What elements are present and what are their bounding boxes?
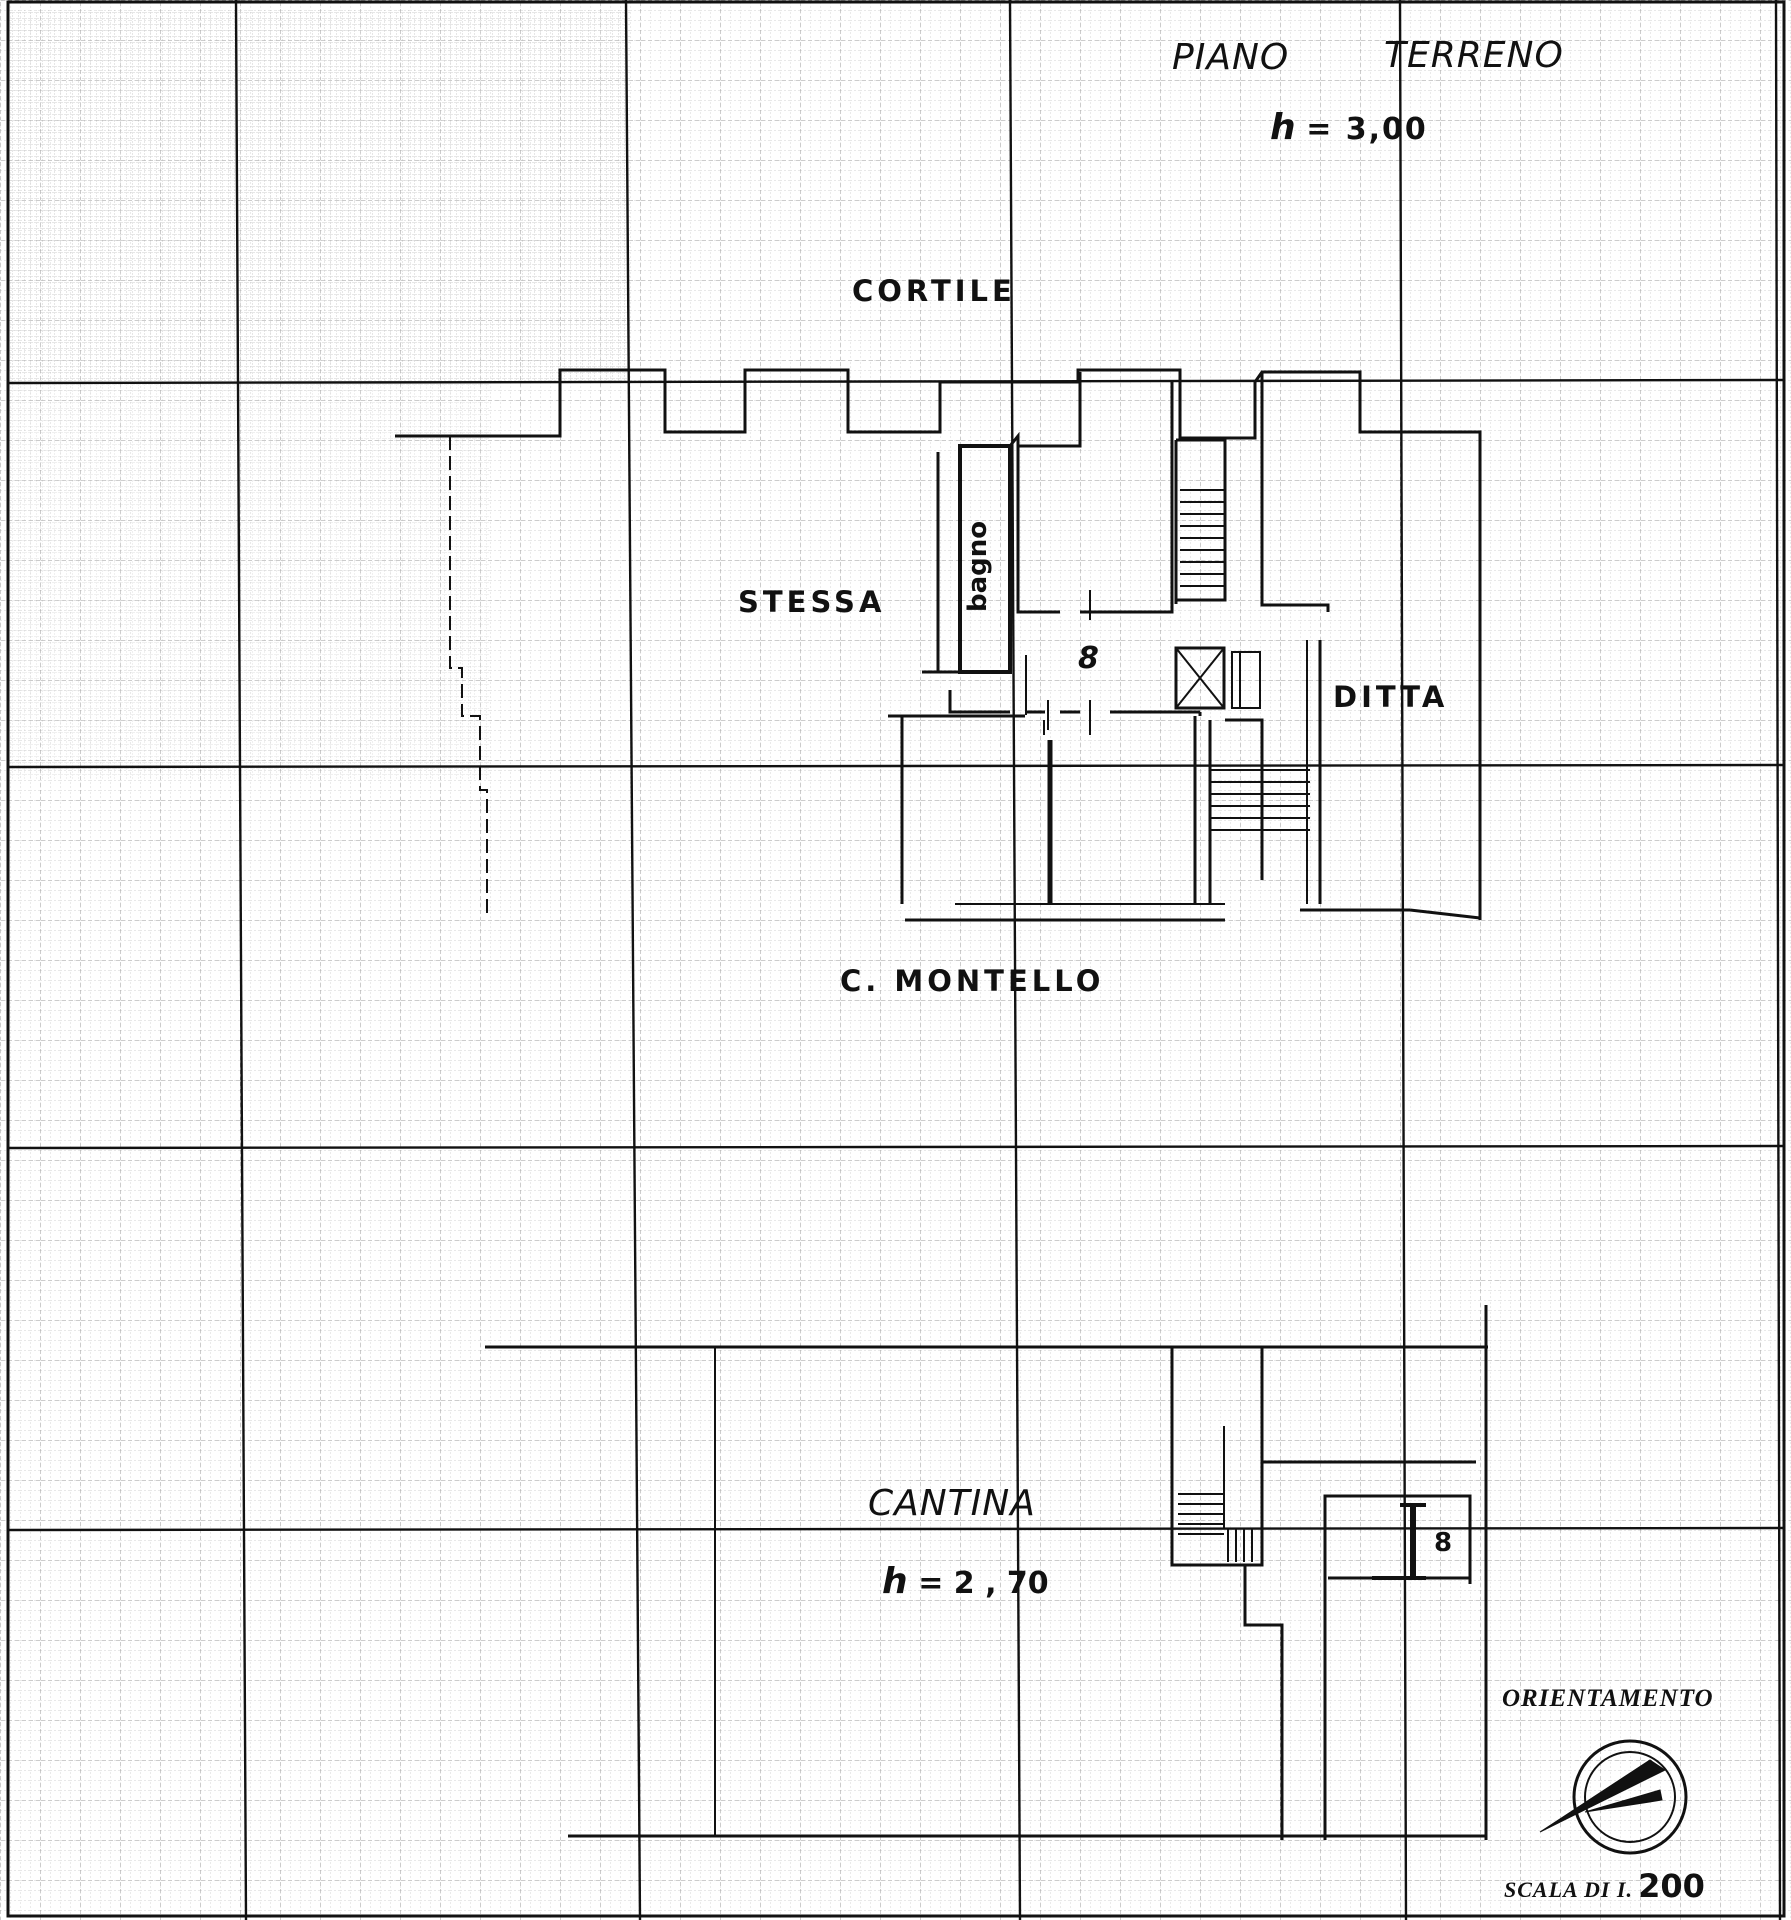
floor-height-symbol: h <box>1270 107 1297 148</box>
cellar-title: CANTINA <box>868 1483 1036 1524</box>
cellar-height-label: h = 2 , 70 <box>882 1564 1049 1600</box>
right-neighbor-label: DITTA <box>1333 680 1449 714</box>
courtyard-label: CORTILE <box>852 274 1016 308</box>
cellar-plan <box>485 1305 1488 1840</box>
compass-icon <box>1539 1739 1688 1855</box>
cellar-unit-number: 8 <box>1434 1528 1453 1558</box>
orientation-label: ORIENTAMENTO <box>1502 1685 1714 1712</box>
major-grid-lines <box>6 0 1786 1920</box>
floor-title-word1: PIANO <box>1172 37 1290 78</box>
ground-unit-number: 8 <box>1078 641 1100 676</box>
floor-height-value: = 3,00 <box>1306 112 1428 147</box>
street-label: C. MONTELLO <box>840 964 1105 998</box>
cellar-stairs <box>1178 1426 1253 1562</box>
bathroom-label: bagno <box>963 520 993 612</box>
ground-floor-plan <box>395 368 1482 922</box>
cellar-height-symbol: h <box>882 1561 909 1602</box>
ground-floor-stairs <box>1180 489 1310 831</box>
floor-height-label: h = 3,00 <box>1270 110 1428 146</box>
left-neighbor-label: STESSA <box>738 585 886 619</box>
scale-label: SCALA DI I. 200 <box>1504 1870 1705 1902</box>
scale-value: 200 <box>1638 1867 1705 1905</box>
scale-prefix: SCALA DI I. <box>1504 1877 1633 1902</box>
floor-title-word2: TERRENO <box>1384 35 1564 76</box>
cellar-height-value: = 2 , 70 <box>918 1566 1049 1601</box>
